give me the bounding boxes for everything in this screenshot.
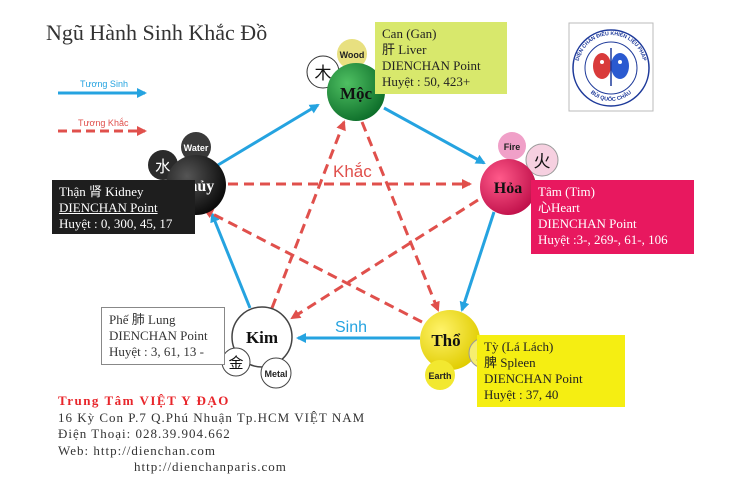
tho-circle	[420, 310, 480, 370]
footer-contact: Trung Tâm VIỆT Y ĐẠO 16 Kỳ Con P.7 Q.Phú…	[58, 393, 365, 476]
hoa-huyet: Huyệt :3-, 269-, 61-, 106	[538, 232, 668, 247]
legend-sinh-label: Tương Sinh	[80, 79, 128, 89]
tho-point: DIENCHAN Point	[484, 371, 583, 386]
node-moc: 木 Wood Mộc	[306, 39, 385, 121]
thuy-en: Water	[184, 143, 209, 153]
tho-organ-en: 脾 Spleen	[484, 355, 536, 370]
khac-cycle	[203, 120, 479, 324]
info-box-moc: Can (Gan) 肝 Liver DIENCHAN Point Huyệt :…	[375, 22, 507, 94]
node-hoa: Fire 火 Hỏa	[480, 132, 559, 215]
sinh-label: Sinh	[335, 319, 367, 336]
footer-web2[interactable]: http://dienchanparis.com	[134, 459, 287, 474]
legend-khac-label: Tương Khắc	[78, 118, 129, 128]
khac-arrow-tho-thuy	[203, 208, 423, 324]
hoa-han: 火	[534, 152, 551, 171]
moc-en-circle	[337, 39, 367, 69]
kim-organ: Phế 肺 Lung	[109, 312, 176, 327]
page-title: Ngũ Hành Sinh Khắc Đồ	[46, 20, 268, 45]
moc-han: 木	[315, 64, 332, 83]
hoa-en-circle	[498, 132, 526, 160]
hoa-en: Fire	[504, 142, 521, 152]
hoa-organ: Tâm (Tim)	[538, 184, 595, 199]
tho-en-circle	[425, 360, 455, 390]
thuy-han: 水	[155, 158, 171, 176]
info-box-thuy: Thận 肾 Kidney DIENCHAN Point Huyệt : 0, …	[52, 180, 195, 234]
thuy-point: DIENCHAN Point	[59, 200, 158, 215]
footer-org: Trung Tâm VIỆT Y ĐẠO	[58, 393, 230, 408]
tho-organ: Tỳ (Lá Lách)	[484, 339, 554, 354]
info-box-hoa: Tâm (Tim) 心Heart DIENCHAN Point Huyệt :3…	[531, 180, 694, 254]
footer-web1[interactable]: Web: http://dienchan.com	[58, 442, 216, 458]
moc-organ-en: 肝 Liver	[382, 42, 427, 57]
sinh-cycle	[210, 103, 496, 343]
kim-en: Metal	[264, 369, 287, 379]
kim-en-circle	[260, 357, 292, 389]
footer-address: 16 Kỳ Con P.7 Q.Phú Nhuận Tp.HCM VIỆT NA…	[58, 409, 366, 425]
moc-point: DIENCHAN Point	[382, 58, 481, 73]
thuy-organ: Thận 肾 Kidney	[59, 184, 144, 199]
footer-phone: Điện Thoại: 028.39.904.662	[58, 426, 231, 441]
tho-en: Earth	[428, 371, 451, 381]
hoa-circle	[480, 159, 536, 215]
hoa-han-circle	[525, 143, 559, 177]
info-box-tho: Tỳ (Lá Lách) 脾 Spleen DIENCHAN Point Huy…	[477, 335, 625, 407]
khac-arrow-moc-tho	[360, 121, 440, 312]
moc-organ: Can (Gan)	[382, 26, 437, 41]
tho-huyet: Huyệt : 37, 40	[484, 387, 559, 402]
hoa-name: Hỏa	[494, 180, 522, 197]
sinh-arrow-thuy-moc	[217, 103, 320, 167]
khac-arrow-hoa-kim	[290, 198, 479, 320]
khac-arrow-kim-moc	[270, 120, 346, 309]
moc-huyet: Huyệt : 50, 423+	[382, 74, 471, 89]
hoa-point: DIENCHAN Point	[538, 216, 637, 231]
kim-name: Kim	[246, 328, 278, 347]
moc-name: Mộc	[340, 84, 373, 103]
sinh-arrow-hoa-tho	[459, 211, 496, 312]
moc-en: Wood	[340, 50, 365, 60]
sinh-arrow-kim-thuy	[210, 212, 252, 309]
node-kim: Kim 金 Metal	[221, 306, 293, 389]
khac-label: Khắc	[333, 162, 372, 181]
hoa-organ-en: 心Heart	[538, 200, 580, 215]
tho-name: Thổ	[431, 331, 461, 350]
kim-huyet: Huyệt : 3, 61, 13 -	[109, 344, 204, 359]
sinh-arrow-moc-hoa	[383, 106, 486, 165]
thuy-en-circle	[181, 132, 211, 162]
info-box-kim: Phế 肺 Lung DIENCHAN Point Huyệt : 3, 61,…	[101, 307, 225, 365]
thuy-huyet: Huyệt : 0, 300, 45, 17	[59, 216, 173, 231]
legend: Tương Sinh Tương Khắc	[58, 79, 147, 136]
dienchan-logo: DIỆN CHẨN ĐIỀU KHIỂN LIỆU PHÁP BÙI QUỐC …	[568, 22, 654, 112]
moc-circle	[327, 63, 385, 121]
kim-han: 金	[228, 355, 243, 372]
logo-face-icon	[593, 48, 629, 86]
kim-point: DIENCHAN Point	[109, 328, 208, 343]
